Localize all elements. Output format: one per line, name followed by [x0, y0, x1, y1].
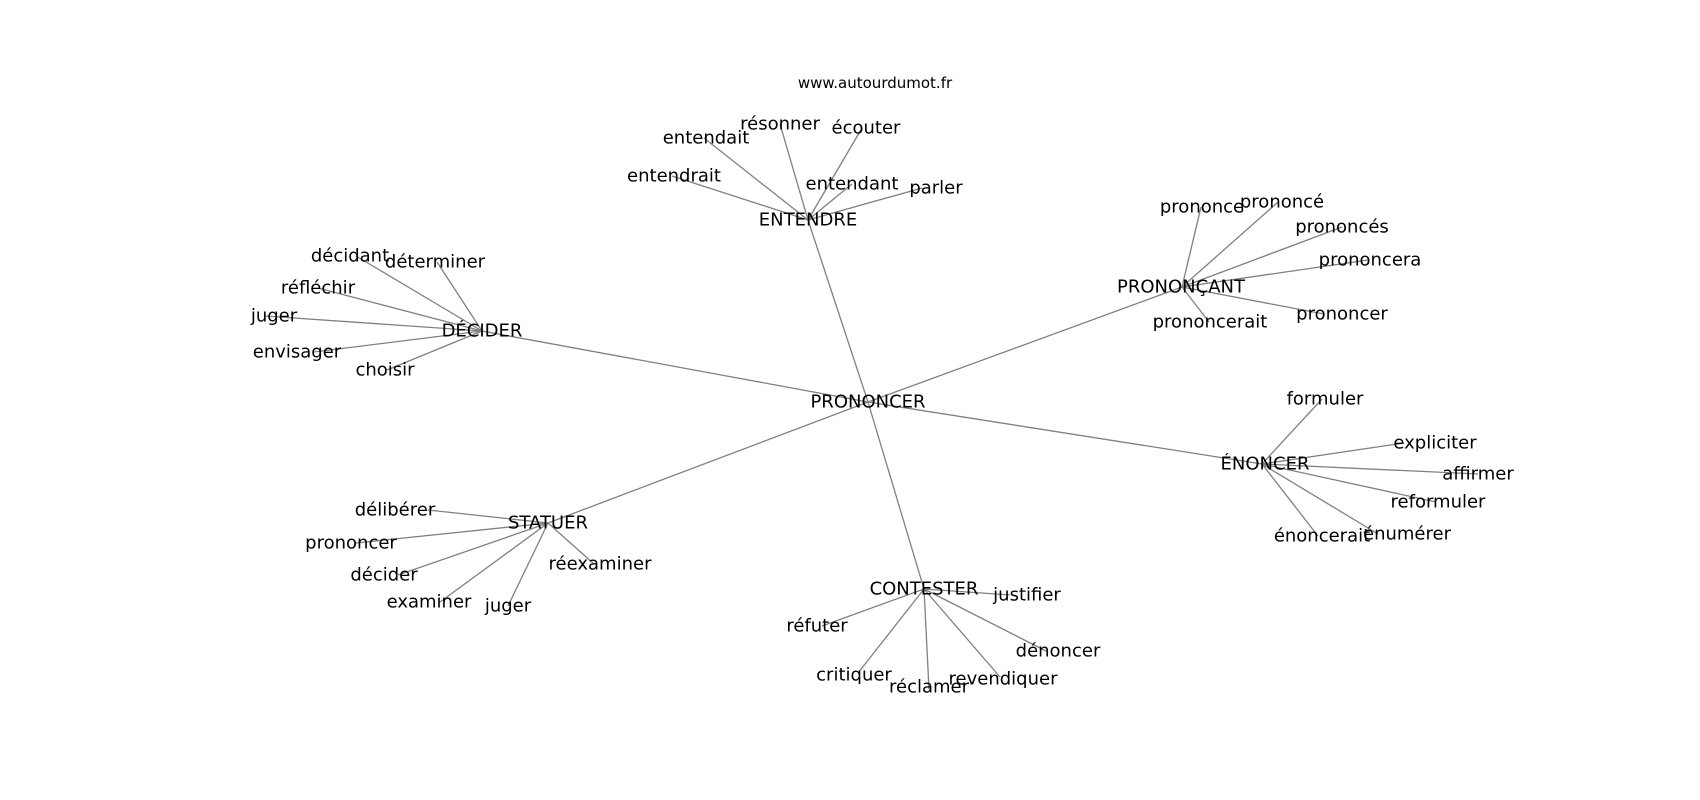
- edge-prononcant-prononces: [1181, 226, 1343, 288]
- edge-center-statuer: [547, 401, 869, 524]
- edge-decider-juger: [264, 315, 483, 332]
- leaf-node-contester-revendiquer[interactable]: revendiquer: [949, 669, 1059, 690]
- leaf-node-prononcant-prononce[interactable]: prononce: [1160, 197, 1244, 218]
- edge-entendre-entendrait: [671, 175, 809, 221]
- edge-entendre-ecouter: [807, 127, 863, 221]
- edge-statuer-examiner: [439, 522, 549, 603]
- graph-edges: [264, 123, 1479, 690]
- edge-prononcant-prononcerait: [1181, 286, 1210, 323]
- edge-statuer-decider: [397, 522, 549, 576]
- edge-enoncer-formuler: [1261, 398, 1323, 465]
- leaf-node-enoncer-formuler[interactable]: formuler: [1287, 389, 1364, 410]
- edge-decider-envisager: [313, 330, 483, 353]
- leaf-node-entendre-ecouter[interactable]: écouter: [832, 118, 902, 139]
- leaf-node-contester-denoncer[interactable]: dénoncer: [1016, 641, 1101, 662]
- edge-entendre-entendant: [807, 183, 853, 221]
- leaf-node-contester-refuter[interactable]: réfuter: [786, 616, 848, 637]
- leaf-node-prononcant-prononce[interactable]: prononcé: [1240, 192, 1324, 213]
- edge-prononcant-prononce: [1181, 206, 1202, 288]
- edge-contester-critiquer: [857, 588, 925, 674]
- leaf-node-prononcant-prononces[interactable]: prononcés: [1295, 217, 1389, 238]
- leaf-node-contester-justifier[interactable]: justifier: [992, 585, 1061, 606]
- leaf-node-entendre-entendant[interactable]: entendant: [806, 174, 899, 195]
- edge-center-prononcant: [867, 286, 1183, 403]
- leaf-node-decider-choisir[interactable]: choisir: [355, 360, 415, 381]
- edge-prononcant-prononcera: [1181, 259, 1369, 288]
- leaf-node-decider-envisager[interactable]: envisager: [253, 342, 342, 363]
- leaf-node-statuer-juger[interactable]: juger: [484, 596, 532, 617]
- edge-statuer-prononcer: [355, 522, 549, 544]
- leaf-node-decider-decidant[interactable]: décidant: [311, 246, 389, 267]
- leaf-node-enoncer-reformuler[interactable]: reformuler: [1391, 492, 1487, 513]
- leaf-node-enoncer-enumerer[interactable]: énumérer: [1363, 524, 1452, 545]
- edge-decider-reflechir: [317, 287, 483, 332]
- leaf-node-enoncer-expliciter[interactable]: expliciter: [1393, 433, 1477, 454]
- edge-contester-reclamer: [923, 588, 930, 690]
- edge-decider-determiner: [436, 261, 483, 332]
- edge-statuer-reexaminer: [547, 522, 595, 565]
- source-label: www.autourdumot.fr: [798, 74, 953, 92]
- edge-enoncer-expliciter: [1261, 442, 1405, 465]
- edge-statuer-juger: [507, 522, 549, 607]
- edge-entendre-resonner: [779, 123, 809, 221]
- leaf-node-enoncer-enoncerait[interactable]: énoncerait: [1274, 526, 1370, 547]
- leaf-node-statuer-deliberer[interactable]: délibérer: [355, 500, 436, 521]
- edge-decider-choisir: [386, 330, 483, 371]
- leaf-node-prononcant-prononcer[interactable]: prononcer: [1296, 304, 1388, 325]
- leaf-node-enoncer-affirmer[interactable]: affirmer: [1442, 464, 1514, 485]
- graph-labels: PRONONCER ENTENDRE résonner écouter entendai…: [250, 114, 1515, 698]
- edge-contester-revendiquer: [923, 588, 1001, 678]
- hub-node-statuer[interactable]: STATUER: [508, 513, 588, 534]
- leaf-node-entendre-entendrait[interactable]: entendrait: [627, 166, 721, 187]
- hub-node-contester[interactable]: CONTESTER: [870, 579, 979, 600]
- hub-node-prononcant[interactable]: PRONONÇANT: [1117, 277, 1246, 298]
- edge-enoncer-enoncerait: [1261, 463, 1319, 537]
- center-node-label[interactable]: PRONONCER: [810, 392, 925, 413]
- edge-entendre-parler: [807, 187, 923, 221]
- edge-center-contester: [867, 401, 925, 590]
- edge-enoncer-enumerer: [1261, 463, 1379, 535]
- edge-statuer-deliberer: [427, 509, 549, 524]
- edge-decider-decidant: [355, 255, 483, 332]
- leaf-node-prononcant-prononcerait[interactable]: prononcerait: [1153, 312, 1268, 333]
- edge-prononcant-prononce: [1181, 201, 1279, 288]
- leaf-node-entendre-entendait[interactable]: entendait: [663, 128, 750, 149]
- leaf-node-statuer-reexaminer[interactable]: réexaminer: [549, 554, 653, 575]
- hub-node-decider[interactable]: DÉCIDER: [442, 320, 523, 342]
- leaf-node-statuer-examiner[interactable]: examiner: [387, 592, 472, 613]
- leaf-node-contester-critiquer[interactable]: critiquer: [816, 665, 892, 686]
- leaf-node-entendre-resonner[interactable]: résonner: [740, 114, 820, 135]
- edge-center-enoncer: [867, 401, 1263, 465]
- leaf-node-decider-reflechir[interactable]: réfléchir: [281, 278, 356, 299]
- edge-enoncer-affirmer: [1261, 463, 1479, 475]
- leaf-node-statuer-prononcer[interactable]: prononcer: [305, 533, 397, 554]
- hub-node-enoncer[interactable]: ÉNONCER: [1221, 453, 1310, 475]
- edge-prononcant-prononcer: [1181, 286, 1325, 315]
- leaf-node-decider-juger[interactable]: juger: [250, 306, 298, 327]
- edge-entendre-entendait: [703, 137, 809, 221]
- edge-enoncer-reformuler: [1261, 463, 1437, 503]
- leaf-node-prononcant-prononcera[interactable]: prononcera: [1319, 250, 1422, 271]
- leaf-node-decider-determiner[interactable]: déterminer: [385, 252, 486, 273]
- edge-center-decider: [481, 330, 869, 403]
- leaf-node-statuer-decider[interactable]: décider: [350, 565, 418, 586]
- hub-node-entendre[interactable]: ENTENDRE: [759, 210, 857, 231]
- edge-contester-refuter: [821, 588, 925, 627]
- leaf-node-entendre-parler[interactable]: parler: [909, 178, 963, 199]
- edge-contester-justifier: [923, 588, 1011, 596]
- leaf-node-contester-reclamer[interactable]: réclamer: [889, 677, 970, 698]
- edge-center-entendre: [807, 219, 869, 403]
- edge-contester-denoncer: [923, 588, 1047, 652]
